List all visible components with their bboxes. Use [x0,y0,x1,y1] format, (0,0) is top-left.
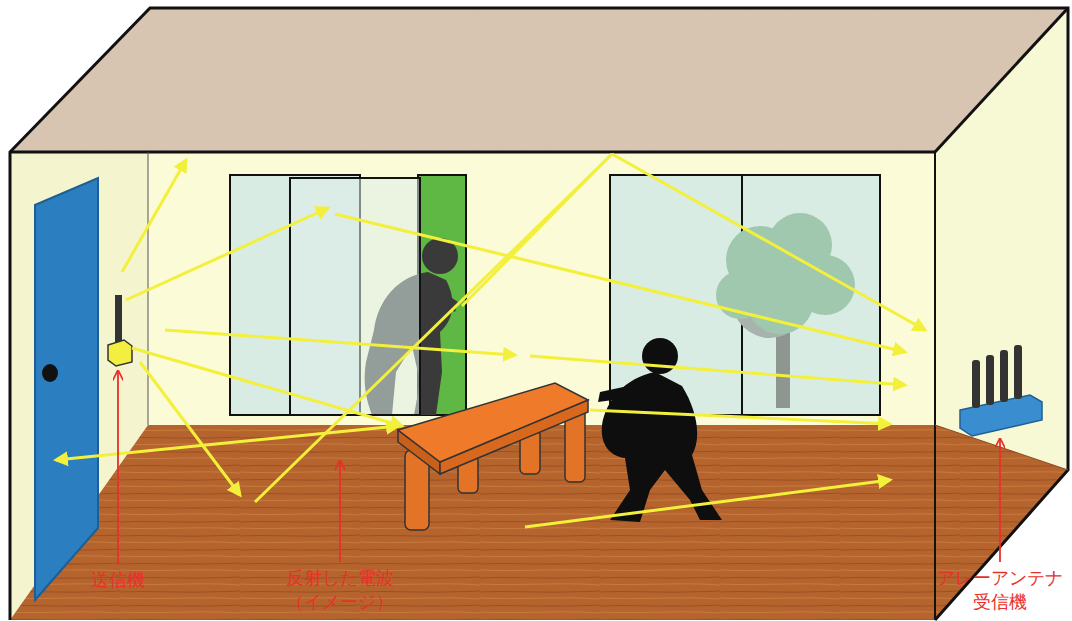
person-arm [598,386,628,402]
wave-arrow [612,154,925,330]
room-edge [934,152,936,620]
transmitter-antenna [115,295,122,345]
antenna-element [972,360,980,408]
part-label: 反射した電波 （イメージ） [280,566,400,614]
table [398,383,588,530]
radio-waves [56,154,925,527]
wave-arrow [56,426,398,460]
wave-arrow [590,410,890,424]
wave-line [462,154,612,306]
wave-arrow [530,356,905,385]
antenna-element [986,355,994,405]
antenna-element [1000,350,1008,402]
room-outline [10,8,1068,620]
floor-edge [935,425,1068,470]
wave-line [255,154,612,502]
door [35,178,98,600]
wave-arrow [132,348,402,426]
array-antenna-receiver [960,345,1042,436]
wave-arrow [335,214,905,352]
part-label: アレーアンテナ 受信機 [930,566,1070,614]
right-wall [935,8,1068,470]
leader-line [339,462,341,562]
leader-line [999,440,1001,562]
antenna-element [1014,345,1022,399]
table-top [398,383,588,462]
person-head [642,338,678,374]
transmitter [108,295,132,366]
room-edge [935,8,1068,152]
back-wall [148,152,935,425]
transmitter-body [108,340,132,366]
leader-line [117,372,119,565]
window-pane [290,178,420,415]
ceiling [10,8,1068,152]
part-label: 送信機 [68,568,168,592]
wave-arrow [165,330,515,355]
door-knob [42,364,58,382]
wooden-floor [10,425,1068,620]
wave-arrow [525,480,890,527]
wave-arrow [122,160,186,272]
wave-arrow [140,362,240,495]
room-edge [10,151,935,154]
tree-trunk [776,330,790,408]
wave-arrow [126,208,328,300]
